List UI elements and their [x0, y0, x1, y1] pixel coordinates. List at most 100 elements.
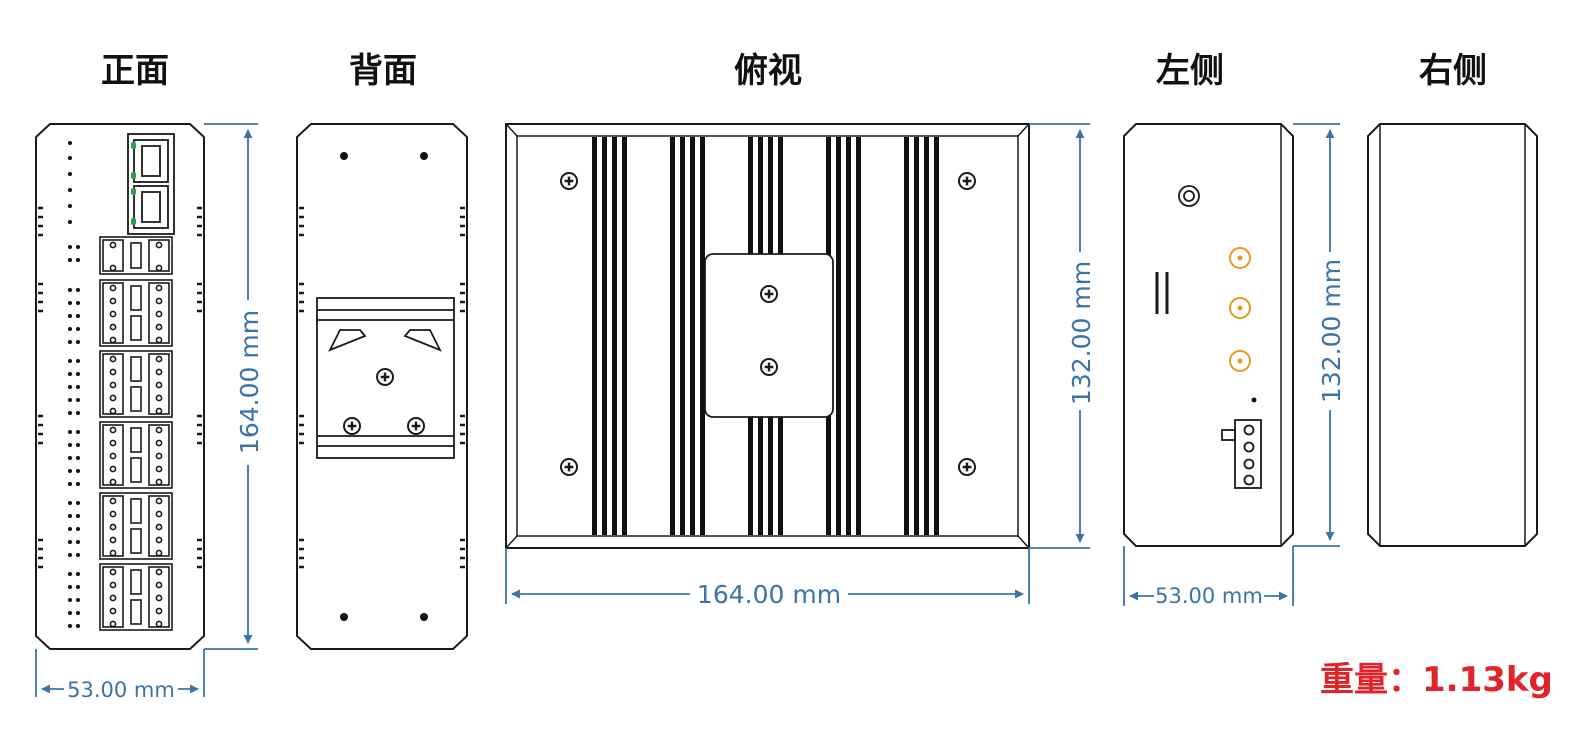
led-dot [76, 301, 80, 305]
terminal-latch [130, 528, 142, 554]
front-housing [35, 123, 205, 650]
screw-icon [958, 172, 976, 190]
back-view [296, 123, 468, 650]
left-housing [1123, 123, 1294, 547]
mount-hole [340, 613, 348, 621]
weight-caption: 重量： [1320, 660, 1422, 700]
led-dot [68, 301, 72, 305]
led-dot [76, 514, 80, 518]
screw-icon [560, 458, 578, 476]
terminal-latch [130, 386, 142, 412]
led-dot [68, 385, 72, 389]
screw-slot [347, 421, 357, 431]
screw-slot [411, 421, 421, 431]
indicator-dot [1251, 397, 1257, 403]
terminal-row [99, 563, 173, 631]
led-dot [76, 443, 80, 447]
led-dot [68, 288, 72, 292]
terminal-latch [130, 285, 142, 311]
screw-slot [764, 362, 774, 372]
terminal-screw [109, 549, 117, 557]
led-dot [68, 327, 72, 331]
view-title-right: 右侧 [1419, 51, 1487, 91]
led-dot [76, 359, 80, 363]
terminal-screw [155, 581, 163, 589]
fin [856, 137, 861, 535]
terminal-block [148, 353, 170, 415]
led-dot [68, 220, 72, 224]
led-dot [76, 598, 80, 602]
led-dot [68, 430, 72, 434]
led-dot [68, 258, 72, 262]
terminal-screw [109, 594, 117, 602]
terminal-screw [155, 497, 163, 505]
led-dot [76, 327, 80, 331]
terminal-screw [155, 336, 163, 344]
terminal-block [148, 424, 170, 486]
led-dot [68, 411, 72, 415]
top-view-screws [560, 172, 976, 476]
right-housing [1367, 123, 1538, 547]
terminal-screw [155, 536, 163, 544]
led-dot [68, 514, 72, 518]
terminal-row [99, 492, 173, 560]
terminal-screw [109, 323, 117, 331]
terminal-screw [155, 452, 163, 460]
terminal-screw [155, 620, 163, 628]
led-dot [68, 443, 72, 447]
terminal-latch [130, 599, 142, 625]
terminal-screw [155, 549, 163, 557]
led-dot [76, 501, 80, 505]
terminal-screw [155, 607, 163, 615]
terminal-screw [155, 381, 163, 389]
terminal-latch [130, 242, 142, 269]
terminal-screw [109, 426, 117, 434]
rj45-led-icons [131, 142, 136, 225]
led-dot [76, 430, 80, 434]
led-dot [76, 385, 80, 389]
fin [700, 137, 705, 535]
led-dot [76, 372, 80, 376]
terminal-latch [130, 498, 142, 524]
terminal-screw [155, 407, 163, 415]
led-icon [131, 142, 136, 149]
terminal-screw [109, 381, 117, 389]
led-dot [76, 553, 80, 557]
weight-value: 1.13kg [1422, 660, 1553, 700]
screw-slot [962, 462, 972, 472]
led-dot [76, 624, 80, 628]
terminal-screw [109, 439, 117, 447]
terminal-screw [155, 465, 163, 473]
fin [622, 137, 627, 535]
fin [670, 137, 675, 535]
terminal-row [99, 350, 173, 418]
terminal-screw [109, 336, 117, 344]
terminal-row [99, 236, 173, 275]
left-side-view [1123, 123, 1294, 547]
screw-icon [407, 417, 425, 435]
screw-icon [376, 368, 394, 386]
view-title-front: 正面 [101, 51, 169, 91]
led-dot [68, 245, 72, 249]
terminal-latch [130, 356, 142, 382]
top-dimension-lines [505, 123, 1090, 604]
fin [924, 137, 929, 535]
terminal-screw [109, 465, 117, 473]
led-dot [68, 585, 72, 589]
led-dot [68, 156, 72, 160]
terminal-screw [109, 620, 117, 628]
terminal-latch [130, 427, 142, 453]
terminal-screw [155, 478, 163, 486]
led-dot [68, 340, 72, 344]
terminal-block [148, 495, 170, 557]
terminal-block [102, 282, 124, 344]
terminal-screw [109, 284, 117, 292]
led-dot [76, 527, 80, 531]
terminal-latch [130, 457, 142, 483]
fin [846, 137, 851, 535]
front-height-label: 164.00 mm [235, 310, 264, 454]
terminal-block [102, 353, 124, 415]
front-width-label: 53.00 mm [67, 678, 175, 702]
led-icon [131, 218, 136, 225]
led-dot [68, 624, 72, 628]
